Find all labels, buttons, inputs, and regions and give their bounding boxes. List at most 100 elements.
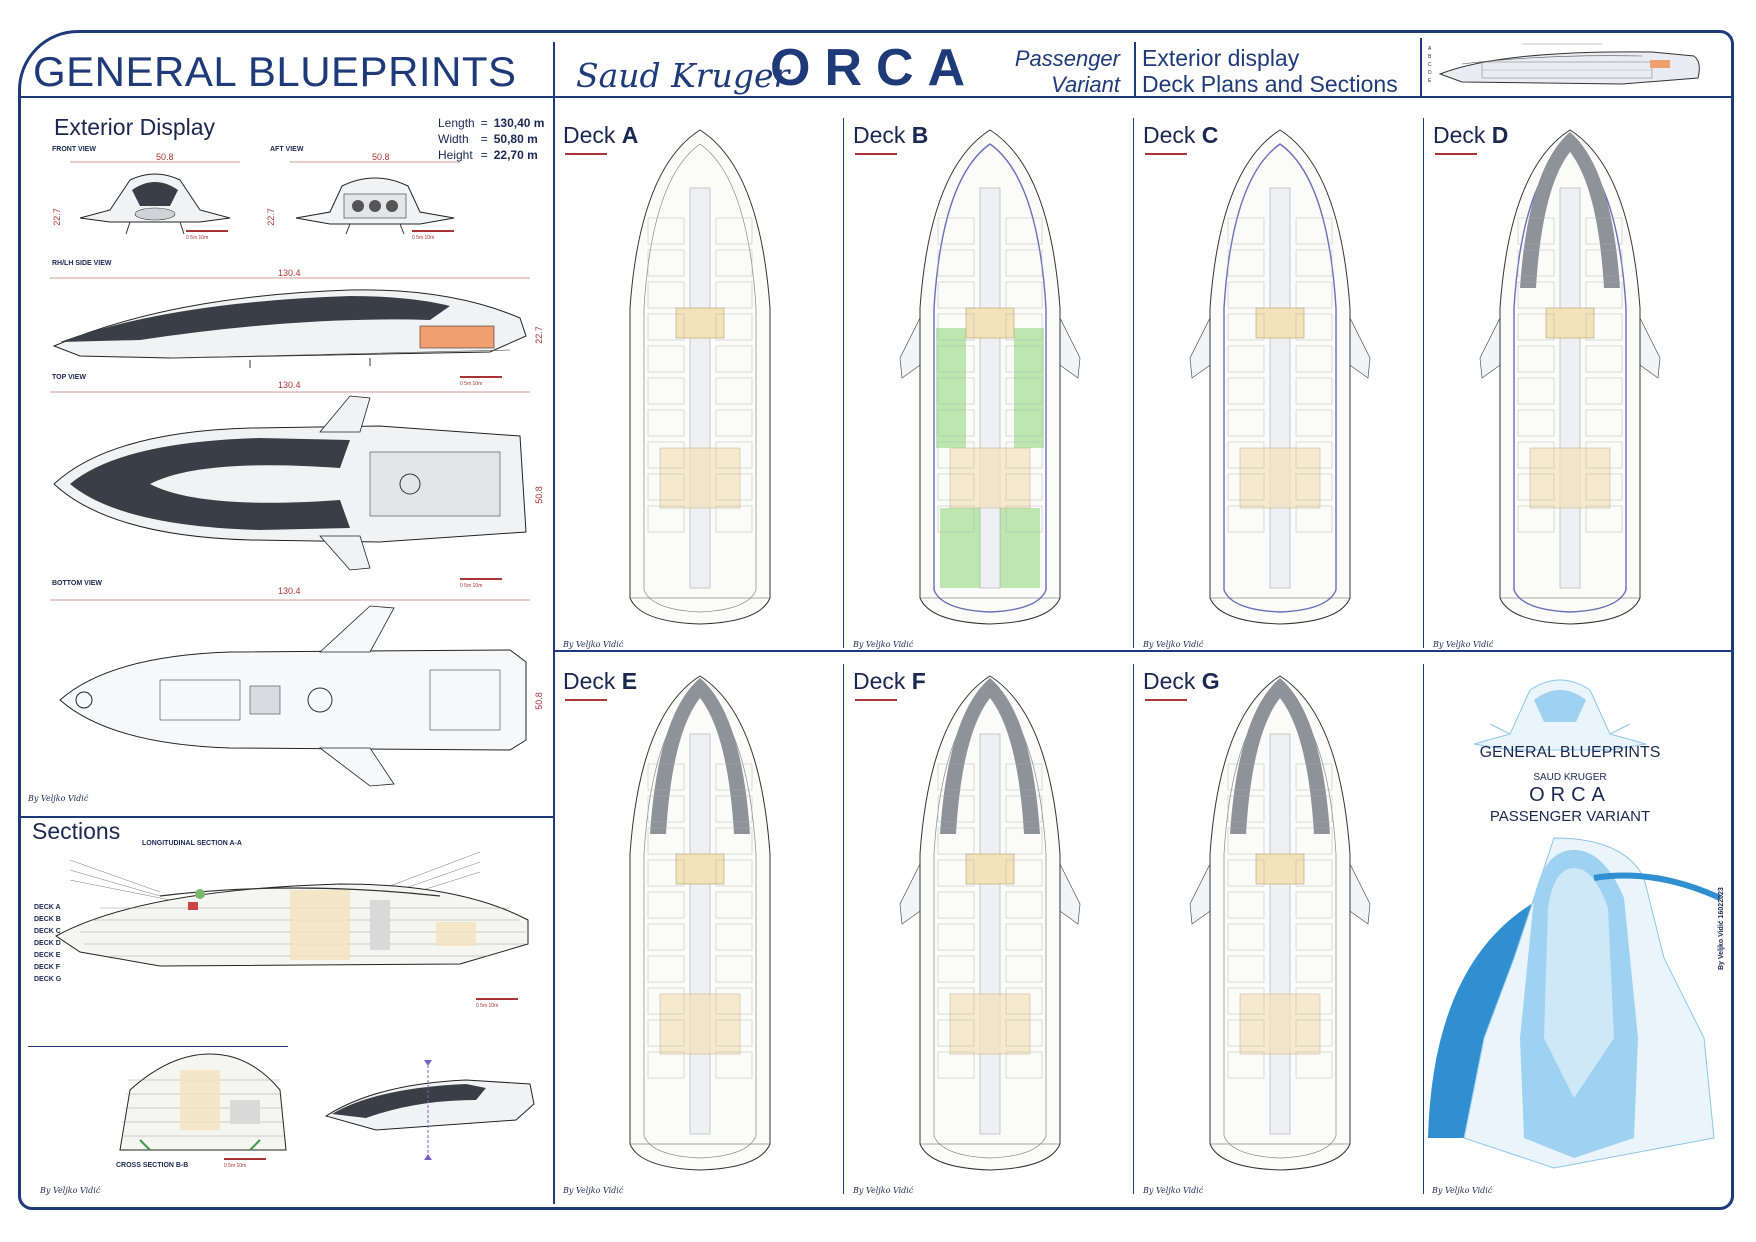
svg-text:D: D — [1428, 70, 1432, 76]
deck-signature: By Veljko Vidić — [853, 1186, 914, 1195]
deck-plan-g — [1189, 675, 1371, 1171]
deck-title-e: Deck E — [563, 668, 637, 695]
deck-letter: A — [621, 122, 639, 148]
cover-signature: By Veljko Vidić — [1432, 1186, 1493, 1195]
side-height-dim: 22.7 — [533, 326, 544, 344]
cover-brand: SAUD KRUGER — [1533, 772, 1607, 783]
deck-divider — [843, 118, 844, 648]
section-deck-f: DECK F — [34, 964, 61, 971]
deck-title-d: Deck D — [1433, 122, 1508, 149]
front-view-label: FRONT VIEW — [52, 146, 96, 153]
cover-ship: ORCA — [1529, 784, 1611, 806]
top-view-label: TOP VIEW — [52, 374, 86, 381]
section-deck-a: DECK A — [34, 904, 61, 911]
height-label: Height — [438, 148, 473, 162]
deck-divider — [1133, 664, 1134, 1194]
bottom-width-dim: 50.8 — [533, 692, 544, 710]
scale-bar: 0 5m 10m — [186, 230, 228, 241]
deck-title-g: Deck G — [1143, 668, 1220, 695]
deck-signature: By Veljko Vidić — [853, 640, 914, 649]
vertical-signature: By Veljko Vidić 16022023 — [1718, 887, 1725, 970]
width-value: 50,80 m — [493, 132, 538, 146]
header-divider — [20, 96, 1732, 98]
svg-text:0 5m 10m: 0 5m 10m — [476, 1003, 498, 1009]
sections-signature: By Veljko Vidić — [40, 1186, 101, 1195]
deck-signature: By Veljko Vidić — [563, 640, 624, 649]
brand-name: Saud Kruger — [576, 56, 790, 95]
sections-divider — [20, 816, 554, 818]
page-title: GENERAL BLUEPRINTS — [33, 48, 517, 95]
subtitle-line2: Deck Plans and Sections — [1142, 71, 1398, 97]
deck-divider — [1133, 118, 1134, 648]
deck-divider — [1423, 664, 1424, 1194]
scale-bar: 0 5m 10m — [460, 376, 502, 387]
exterior-title: Exterior Display — [54, 114, 216, 140]
cover-variant: PASSENGER VARIANT — [1489, 808, 1651, 825]
deck-plan-d — [1479, 129, 1661, 625]
svg-text:A: A — [1428, 46, 1432, 52]
side-view-drawing — [50, 277, 530, 368]
deck-title-f: Deck F — [853, 668, 926, 695]
deck-row-divider — [555, 650, 1731, 652]
svg-text:B: B — [1428, 54, 1432, 60]
deck-plan-a — [629, 129, 771, 625]
sections-title: Sections — [32, 818, 121, 844]
cover-ship-art — [1428, 837, 1722, 1169]
front-width-dim: 50.8 — [156, 152, 174, 162]
deck-scale-bar — [1145, 699, 1187, 701]
svg-text:0 5m 10m: 0 5m 10m — [224, 1163, 246, 1169]
length-value: 130,40 m — [493, 116, 545, 130]
bottom-view-label: BOTTOM VIEW — [52, 580, 103, 587]
variant-line1: Passenger — [1014, 46, 1120, 71]
bottom-length-dim: 130.4 — [278, 586, 301, 596]
top-view-drawing — [50, 391, 530, 571]
aft-width-dim: 50.8 — [372, 152, 390, 162]
deck-title-prefix: Deck — [1143, 668, 1202, 694]
blueprint-frame — [18, 30, 1734, 1210]
deck-scale-bar — [855, 699, 897, 701]
ship-name: ORCA — [770, 39, 980, 97]
scale-bar: 0 5m 10m — [460, 578, 502, 589]
top-width-dim: 50.8 — [533, 486, 544, 504]
exterior-signature: By Veljko Vidić — [28, 794, 89, 803]
length-label: Length — [438, 116, 475, 130]
deck-title-prefix: Deck — [853, 122, 912, 148]
header-divider-v3 — [1420, 38, 1422, 98]
dimensions-table: Length=130,40 m Width=50,80 m Height=22,… — [438, 116, 545, 162]
bottom-view-drawing — [50, 599, 530, 787]
deck-scale-bar — [1145, 153, 1187, 155]
scale-bar: 0 5m 10m — [476, 998, 518, 1009]
deck-plan-f — [899, 675, 1081, 1171]
svg-text:0 5m 10m: 0 5m 10m — [186, 235, 208, 241]
deck-scale-bar — [565, 699, 607, 701]
deck-letter: F — [911, 668, 926, 694]
variant-label: Passenger Variant — [1000, 46, 1120, 98]
variant-line2: Variant — [1051, 72, 1120, 97]
cross-section-divider — [28, 1046, 288, 1047]
svg-text:0 5m 10m: 0 5m 10m — [460, 583, 482, 589]
svg-text:C: C — [1428, 62, 1432, 68]
deck-plan-e — [629, 675, 771, 1171]
deck-scale-bar — [1435, 153, 1477, 155]
scale-bar: 0 5m 10m — [224, 1158, 266, 1169]
svg-text:0 5m 10m: 0 5m 10m — [460, 381, 482, 387]
front-view-drawing — [70, 161, 240, 235]
height-value: 22,70 m — [493, 148, 538, 162]
subtitle-line1: Exterior display — [1142, 45, 1300, 71]
deck-divider — [1423, 118, 1424, 648]
cover-title: GENERAL BLUEPRINTS — [1479, 744, 1661, 761]
header-subtitle: Exterior display Deck Plans and Sections — [1142, 45, 1398, 97]
column-divider — [553, 98, 555, 1204]
deck-letter: C — [1201, 122, 1219, 148]
side-length-dim: 130.4 — [278, 268, 301, 278]
deck-letter: G — [1201, 668, 1220, 694]
top-length-dim: 130.4 — [278, 380, 301, 390]
side-view-label: RH/LH SIDE VIEW — [52, 260, 112, 267]
deck-scale-bar — [565, 153, 607, 155]
deck-plan-c — [1189, 129, 1371, 625]
deck-signature: By Veljko Vidić — [1143, 1186, 1204, 1195]
cross-section-drawing — [119, 1053, 287, 1151]
deck-letter: E — [621, 668, 638, 694]
aft-view-label: AFT VIEW — [270, 146, 304, 153]
deck-signature: By Veljko Vidić — [563, 1186, 624, 1195]
